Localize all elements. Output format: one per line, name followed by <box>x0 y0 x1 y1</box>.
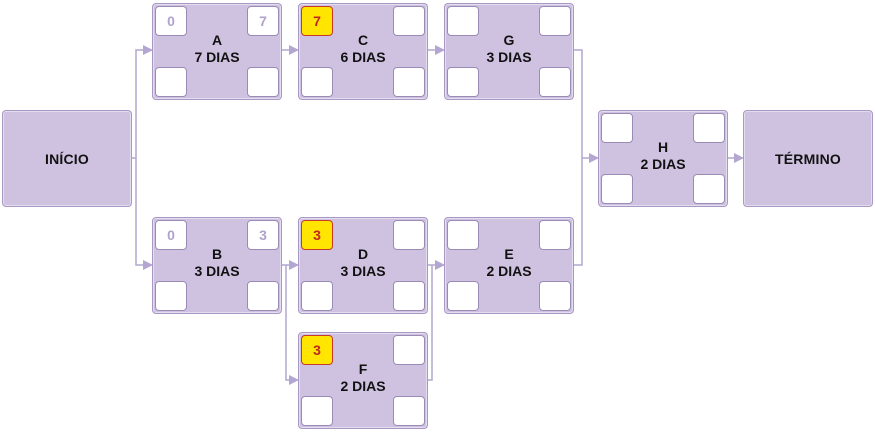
early-finish-box[interactable]: 7 <box>247 6 279 36</box>
task-node-b: 0 3 B 3 DIAS <box>152 217 282 314</box>
early-start-box-highlighted[interactable]: 3 <box>301 335 333 365</box>
late-finish-box[interactable] <box>393 67 425 97</box>
early-finish-box[interactable] <box>693 113 725 143</box>
late-start-box[interactable] <box>155 281 187 311</box>
connector-start-to-a <box>131 45 153 159</box>
connector-g-to-h <box>573 49 599 163</box>
early-start-box[interactable]: 0 <box>155 220 187 250</box>
task-duration: 3 DIAS <box>194 263 240 279</box>
task-label: C 6 DIAS <box>335 32 391 66</box>
task-name: A <box>211 32 223 48</box>
early-finish-box[interactable]: 3 <box>247 220 279 250</box>
task-name: C <box>357 32 369 48</box>
late-finish-box[interactable] <box>393 396 425 426</box>
late-finish-box[interactable] <box>247 281 279 311</box>
connector-start-to-b <box>135 158 153 270</box>
task-name: F <box>358 361 368 377</box>
early-start-box[interactable] <box>601 113 633 143</box>
task-label: B 3 DIAS <box>189 246 245 280</box>
task-label: A 7 DIAS <box>189 32 245 66</box>
task-node-a: 0 7 A 7 DIAS <box>152 3 282 100</box>
task-duration: 2 DIAS <box>340 378 386 394</box>
early-start-box[interactable]: 0 <box>155 6 187 36</box>
late-start-box[interactable] <box>155 67 187 97</box>
task-node-h: H 2 DIAS <box>598 110 728 207</box>
late-start-box[interactable] <box>301 396 333 426</box>
start-label: INÍCIO <box>45 150 89 167</box>
task-duration: 3 DIAS <box>486 49 532 65</box>
late-start-box[interactable] <box>447 67 479 97</box>
late-finish-box[interactable] <box>539 281 571 311</box>
task-name: D <box>357 246 369 262</box>
late-start-box[interactable] <box>447 281 479 311</box>
early-finish-box[interactable] <box>539 220 571 250</box>
start-node: INÍCIO <box>2 110 132 207</box>
late-start-box[interactable] <box>601 174 633 204</box>
task-name: B <box>211 246 223 262</box>
early-start-box[interactable] <box>447 220 479 250</box>
early-finish-box[interactable] <box>393 220 425 250</box>
task-label: D 3 DIAS <box>335 246 391 280</box>
early-start-box[interactable] <box>447 6 479 36</box>
task-node-d: 3 D 3 DIAS <box>298 217 428 314</box>
late-start-box[interactable] <box>301 67 333 97</box>
late-finish-box[interactable] <box>247 67 279 97</box>
late-finish-box[interactable] <box>693 174 725 204</box>
task-duration: 7 DIAS <box>194 49 240 65</box>
task-node-e: E 2 DIAS <box>444 217 574 314</box>
task-duration: 2 DIAS <box>640 156 686 172</box>
task-name: E <box>504 246 514 262</box>
task-node-c: 7 C 6 DIAS <box>298 3 428 100</box>
early-finish-box[interactable] <box>539 6 571 36</box>
connector-b-to-f <box>285 265 299 385</box>
task-duration: 6 DIAS <box>340 49 386 65</box>
task-node-f: 3 F 2 DIAS <box>298 332 428 429</box>
early-start-box-highlighted[interactable]: 7 <box>301 6 333 36</box>
task-duration: 3 DIAS <box>340 263 386 279</box>
end-node: TÉRMINO <box>743 110 873 207</box>
end-label: TÉRMINO <box>775 150 841 167</box>
early-finish-box[interactable] <box>393 6 425 36</box>
connector-f-to-e <box>427 265 433 381</box>
task-label: F 2 DIAS <box>335 361 391 395</box>
task-label: E 2 DIAS <box>481 246 537 280</box>
task-node-g: G 3 DIAS <box>444 3 574 100</box>
late-start-box[interactable] <box>301 281 333 311</box>
task-label: G 3 DIAS <box>481 32 537 66</box>
late-finish-box[interactable] <box>539 67 571 97</box>
late-finish-box[interactable] <box>393 281 425 311</box>
early-finish-box[interactable] <box>393 335 425 365</box>
early-start-box-highlighted[interactable]: 3 <box>301 220 333 250</box>
connector-e-to-h <box>573 158 583 266</box>
task-duration: 2 DIAS <box>486 263 532 279</box>
task-name: G <box>503 32 515 48</box>
task-label: H 2 DIAS <box>635 139 691 173</box>
task-name: H <box>657 139 669 155</box>
